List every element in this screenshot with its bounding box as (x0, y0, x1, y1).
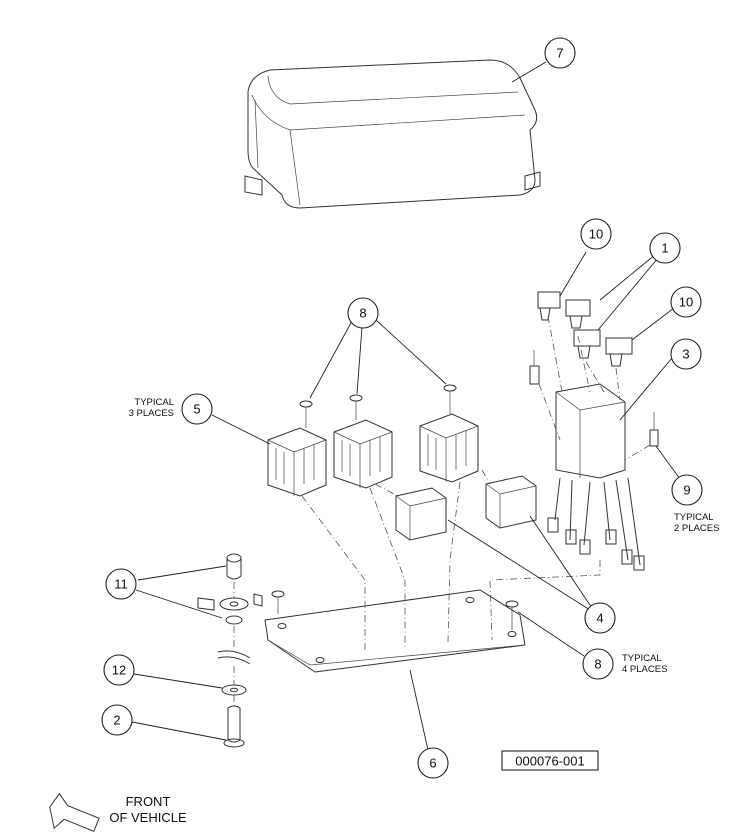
svg-text:3: 3 (682, 347, 689, 362)
svg-text:9: 9 (683, 483, 690, 498)
callout-6: 6 (417, 747, 449, 779)
note-typical-2-line1: TYPICAL (674, 512, 714, 523)
svg-text:1: 1 (661, 241, 668, 256)
wire-harness-part (547, 477, 645, 571)
front-of-vehicle: FRONT OF VEHICLE (49, 792, 187, 832)
svg-text:8: 8 (359, 306, 366, 321)
callout-8-top: 8 (347, 297, 379, 329)
svg-text:000076-001: 000076-001 (515, 754, 584, 769)
svg-text:5: 5 (193, 402, 200, 417)
note-typical-4-line2: 4 PLACES (622, 664, 667, 675)
note-typical-3-line2: 3 PLACES (129, 408, 174, 419)
fuses-part (537, 291, 633, 367)
callout-8-bottom: 8 (582, 648, 614, 680)
svg-text:2: 2 (113, 713, 120, 728)
relays-part (374, 469, 537, 541)
svg-text:10: 10 (589, 227, 603, 242)
callout-9: 9 (671, 474, 703, 506)
base-plate-part (264, 481, 601, 673)
svg-text:6: 6 (429, 756, 436, 771)
callout-3: 3 (670, 338, 702, 370)
svg-text:12: 12 (112, 663, 126, 678)
front-label-line1: FRONT (126, 794, 171, 809)
svg-text:7: 7 (556, 46, 563, 61)
note-typical-4-line1: TYPICAL (622, 653, 662, 664)
callout-1: 1 (649, 232, 681, 264)
callout-7: 7 (544, 37, 576, 69)
callout-10-top: 10 (580, 218, 612, 250)
cover-part (244, 59, 541, 209)
svg-text:10: 10 (679, 295, 693, 310)
callout-12: 12 (103, 654, 135, 686)
front-arrow-icon (49, 792, 100, 832)
drawing-number: 000076-001 (501, 750, 599, 771)
svg-text:11: 11 (114, 577, 128, 592)
note-typical-3-line1: TYPICAL (134, 397, 174, 408)
stud-stack-part (197, 553, 263, 748)
callout-5: 5 (181, 393, 213, 425)
svg-text:8: 8 (594, 657, 601, 672)
callout-2: 2 (101, 704, 133, 736)
front-label-line2: OF VEHICLE (109, 810, 187, 825)
note-typical-2-line2: 2 PLACES (674, 523, 719, 534)
callout-11: 11 (105, 568, 137, 600)
fuse-block-part (529, 315, 659, 479)
relay-sockets-part (267, 384, 479, 497)
callout-10-bottom: 10 (670, 286, 702, 318)
leader-lines (131, 61, 681, 751)
svg-text:4: 4 (596, 611, 603, 626)
callout-4: 4 (584, 602, 616, 634)
